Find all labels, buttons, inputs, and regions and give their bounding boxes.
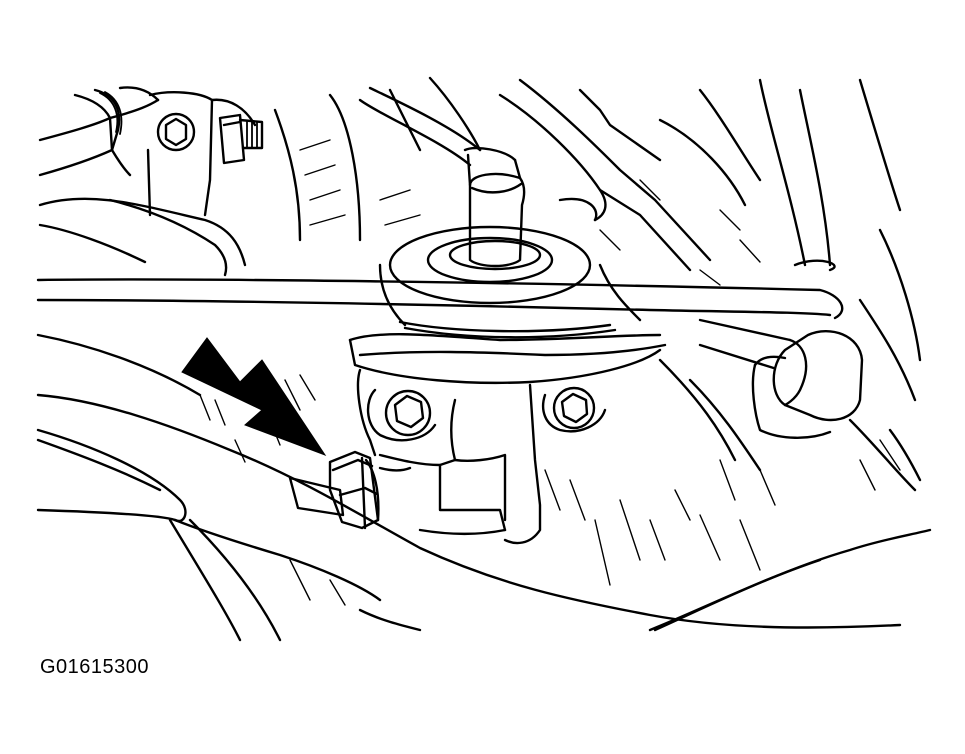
bolt-left [366,388,437,442]
upper-hoses [273,76,922,402]
bolt-top-left [156,112,196,152]
right-hoses [658,358,922,492]
bolt-right [541,386,607,433]
regulator-body [356,368,542,545]
pointer-arrow [181,337,327,457]
hatching [199,139,901,606]
fuel-line-horizontal [36,278,844,320]
bracket [38,91,257,277]
wire-harness [38,86,160,177]
regulator-housing [348,225,667,385]
fuel-fitting [288,450,412,530]
lower-hose [36,333,932,642]
figure-id-label: G01615300 [40,656,150,678]
stud-nut [218,113,264,165]
vacuum-nipple [463,146,526,268]
right-hose-connector [698,318,864,439]
